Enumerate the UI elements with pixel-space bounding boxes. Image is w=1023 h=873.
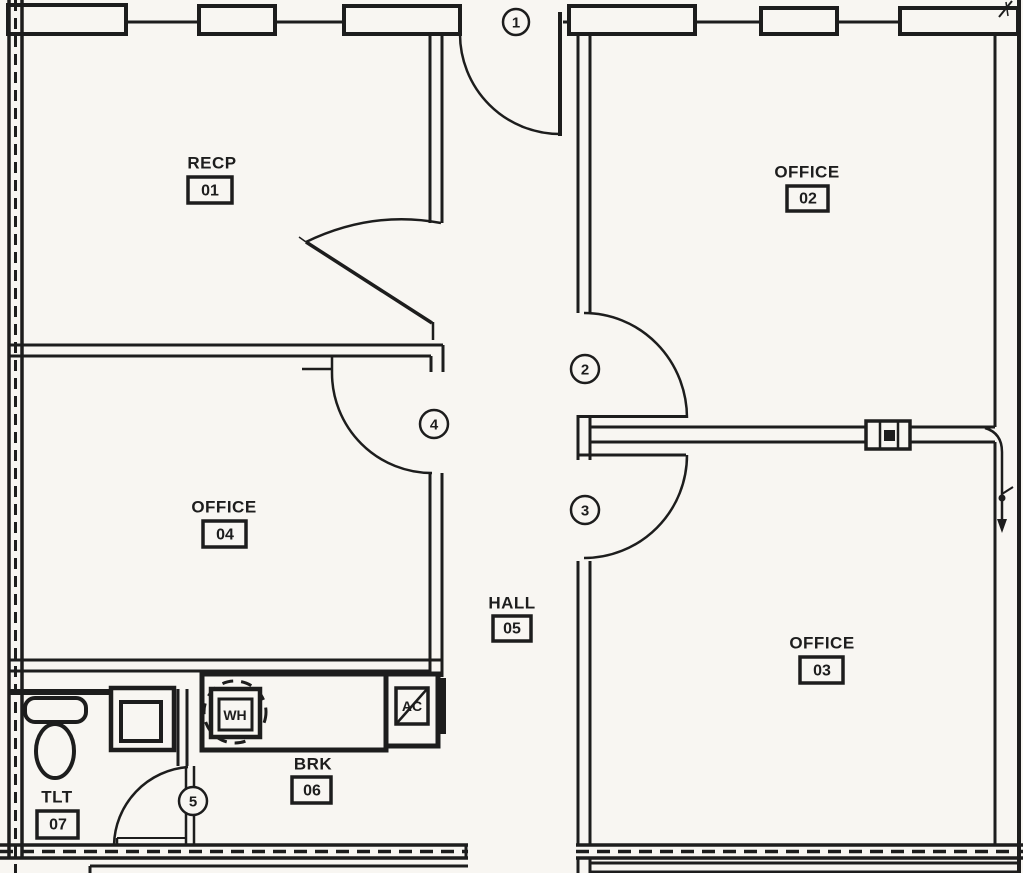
door-swings — [112, 12, 689, 846]
ac-slash — [396, 688, 428, 724]
brk-number: 06 — [303, 783, 321, 800]
pipe-branch — [1001, 486, 1014, 495]
wall-pier — [567, 4, 697, 36]
office02-number: 02 — [799, 191, 817, 208]
hall-number: 05 — [503, 621, 521, 638]
office04-number: 04 — [216, 527, 234, 544]
bottom-walls — [0, 837, 1023, 873]
room-labels: RECP 01 OFFICE 02 OFFICE 04 OFFICE 03 HA… — [35, 154, 854, 840]
office03-label: OFFICE — [789, 634, 854, 653]
door3-marker: 3 — [581, 503, 589, 520]
door-markers: 1 2 3 4 5 — [177, 7, 601, 817]
recp-office04-wall — [8, 343, 445, 373]
door-swing-arc — [305, 218, 442, 244]
angled-door-leaf — [305, 240, 433, 325]
hall-number-box — [491, 614, 533, 643]
recp-label: RECP — [187, 154, 236, 173]
office04-number-box — [201, 519, 248, 549]
door3-swing-arc — [583, 454, 689, 560]
water-heater-clearance-circle — [202, 679, 268, 745]
wall-pier — [342, 4, 462, 36]
pipe-dot — [998, 494, 1006, 502]
door4-swing-arc — [330, 372, 433, 475]
wall-pier — [759, 6, 839, 36]
office02-label: OFFICE — [774, 163, 839, 182]
office02-03-wall — [590, 419, 1014, 533]
tlt-label: TLT — [41, 788, 73, 807]
tlt-number-box — [35, 809, 80, 840]
door5-marker-circle — [177, 785, 209, 817]
brk-label: BRK — [294, 755, 333, 774]
pipe-leader-line — [984, 426, 1004, 522]
door3-marker-circle — [569, 494, 601, 526]
office02-number-box — [785, 184, 830, 213]
door2-marker-circle — [569, 353, 601, 385]
door1-marker-circle — [501, 7, 531, 37]
corner-mark — [998, 0, 1013, 18]
brk-equipment: WH AC — [199, 671, 446, 753]
recp-east-wall — [298, 34, 444, 340]
tlt-number: 07 — [49, 817, 67, 834]
office04-brk-wall — [8, 658, 441, 673]
wall-pier — [6, 3, 128, 36]
top-wall-windows — [6, 3, 1020, 36]
tlt-fixtures — [23, 685, 177, 780]
corner-mark — [1005, 1, 1009, 17]
leaf-tick — [298, 236, 307, 243]
ac-unit-inner — [394, 686, 430, 726]
arrowhead-icon — [997, 519, 1007, 533]
door2-marker: 2 — [581, 362, 589, 379]
hall-west-wall — [428, 473, 444, 677]
hall-east-walls — [576, 34, 686, 845]
office03-number-box — [798, 655, 845, 685]
recp-number: 01 — [201, 183, 219, 200]
wall-box-dot — [884, 430, 895, 441]
ac-label: AC — [402, 698, 422, 714]
water-heater-inner — [217, 697, 254, 732]
office04-label: OFFICE — [191, 498, 256, 517]
door2-swing-arc — [583, 311, 689, 419]
brk-number-box — [290, 775, 333, 805]
office03-number: 03 — [813, 663, 831, 680]
door1-marker: 1 — [512, 15, 520, 32]
wall-pier — [197, 4, 277, 36]
right-exterior-wall — [993, 0, 1021, 873]
wall-pier — [898, 6, 1020, 36]
sink-icon — [23, 696, 88, 724]
left-demising-wall — [7, 0, 24, 873]
toilet-icon — [34, 722, 76, 780]
door5-marker: 5 — [189, 794, 197, 811]
hall-label: HALL — [488, 594, 535, 613]
water-heater-label: WH — [223, 707, 246, 723]
cabinet-inner — [119, 700, 163, 743]
recp-number-box — [186, 175, 234, 205]
door4-marker-circle — [418, 408, 450, 440]
door5-swing-arc — [112, 765, 189, 846]
door1-swing-arc — [458, 33, 561, 136]
door4-marker: 4 — [430, 417, 439, 434]
